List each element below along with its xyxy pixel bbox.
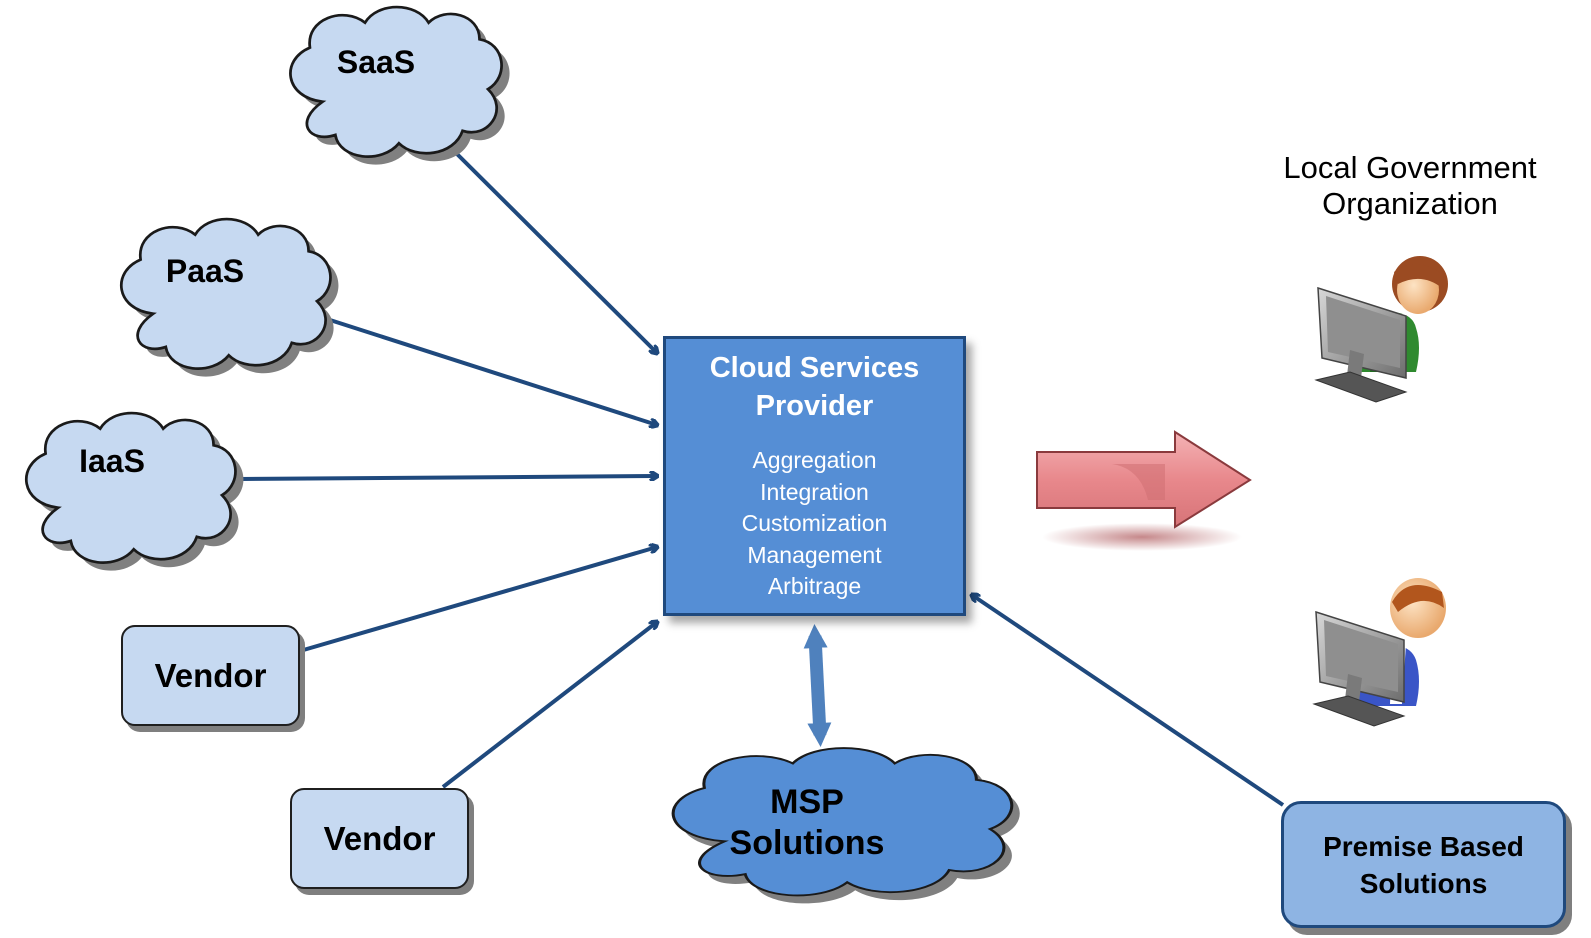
arrow-vendor1-to-provider bbox=[299, 547, 657, 653]
male-computer-user-icon bbox=[1312, 578, 1446, 727]
organization-label-line2: Organization bbox=[1322, 186, 1498, 221]
cloud-msp-label-line2: Solutions bbox=[729, 824, 885, 862]
provider-title-line1: Cloud Services bbox=[709, 352, 920, 384]
arrow-provider-msp-bidirectional bbox=[803, 624, 832, 747]
cloud-services-provider-box: Cloud Services Provider Aggregation Inte… bbox=[663, 336, 966, 616]
connectors bbox=[239, 148, 1285, 807]
vendor-box-2-label: Vendor bbox=[323, 819, 436, 857]
provider-function-item: Management bbox=[747, 541, 882, 568]
provider-function-item: Customization bbox=[741, 510, 888, 536]
vendor-box-1-label: Vendor bbox=[154, 656, 267, 694]
vendor-box-2: Vendor bbox=[290, 788, 469, 889]
cloud-msp-label-line1: MSP bbox=[770, 783, 844, 821]
local-government-organization-label: Local Government Organization bbox=[1240, 150, 1580, 222]
cloud-saas bbox=[289, 5, 510, 165]
arrow-paas-to-provider bbox=[329, 318, 657, 425]
provider-function-item: Aggregation bbox=[752, 447, 877, 473]
vendor-box-1: Vendor bbox=[121, 625, 300, 726]
provider-function-item: Integration bbox=[760, 478, 869, 505]
organization-label-line1: Local Government bbox=[1283, 150, 1537, 185]
provider-function-item: Arbitrage bbox=[767, 573, 862, 599]
arrow-iaas-to-provider bbox=[239, 476, 657, 479]
arrow-vendor2-to-provider bbox=[441, 622, 657, 789]
female-computer-user-icon bbox=[1314, 256, 1448, 403]
cloud-saas-label: SaaS bbox=[336, 44, 416, 80]
provider-function-list: Aggregation Integration Customization Ma… bbox=[742, 445, 888, 603]
big-right-arrow bbox=[1036, 430, 1252, 551]
cloud-paas bbox=[119, 217, 339, 377]
cloud-msp-label: MSP Solutions bbox=[687, 782, 927, 864]
cloud-paas-label: PaaS bbox=[165, 253, 245, 289]
premise-label-line1: Premise Based bbox=[1323, 830, 1524, 862]
premise-based-solutions-box: Premise Based Solutions bbox=[1281, 801, 1566, 928]
premise-label-line2: Solutions bbox=[1359, 867, 1488, 899]
arrow-saas-to-provider bbox=[451, 148, 657, 353]
arrow-premise-to-provider bbox=[972, 595, 1285, 807]
cloud-iaas bbox=[24, 411, 244, 571]
cloud-iaas-label: IaaS bbox=[79, 443, 145, 479]
provider-title-line2: Provider bbox=[755, 390, 874, 422]
